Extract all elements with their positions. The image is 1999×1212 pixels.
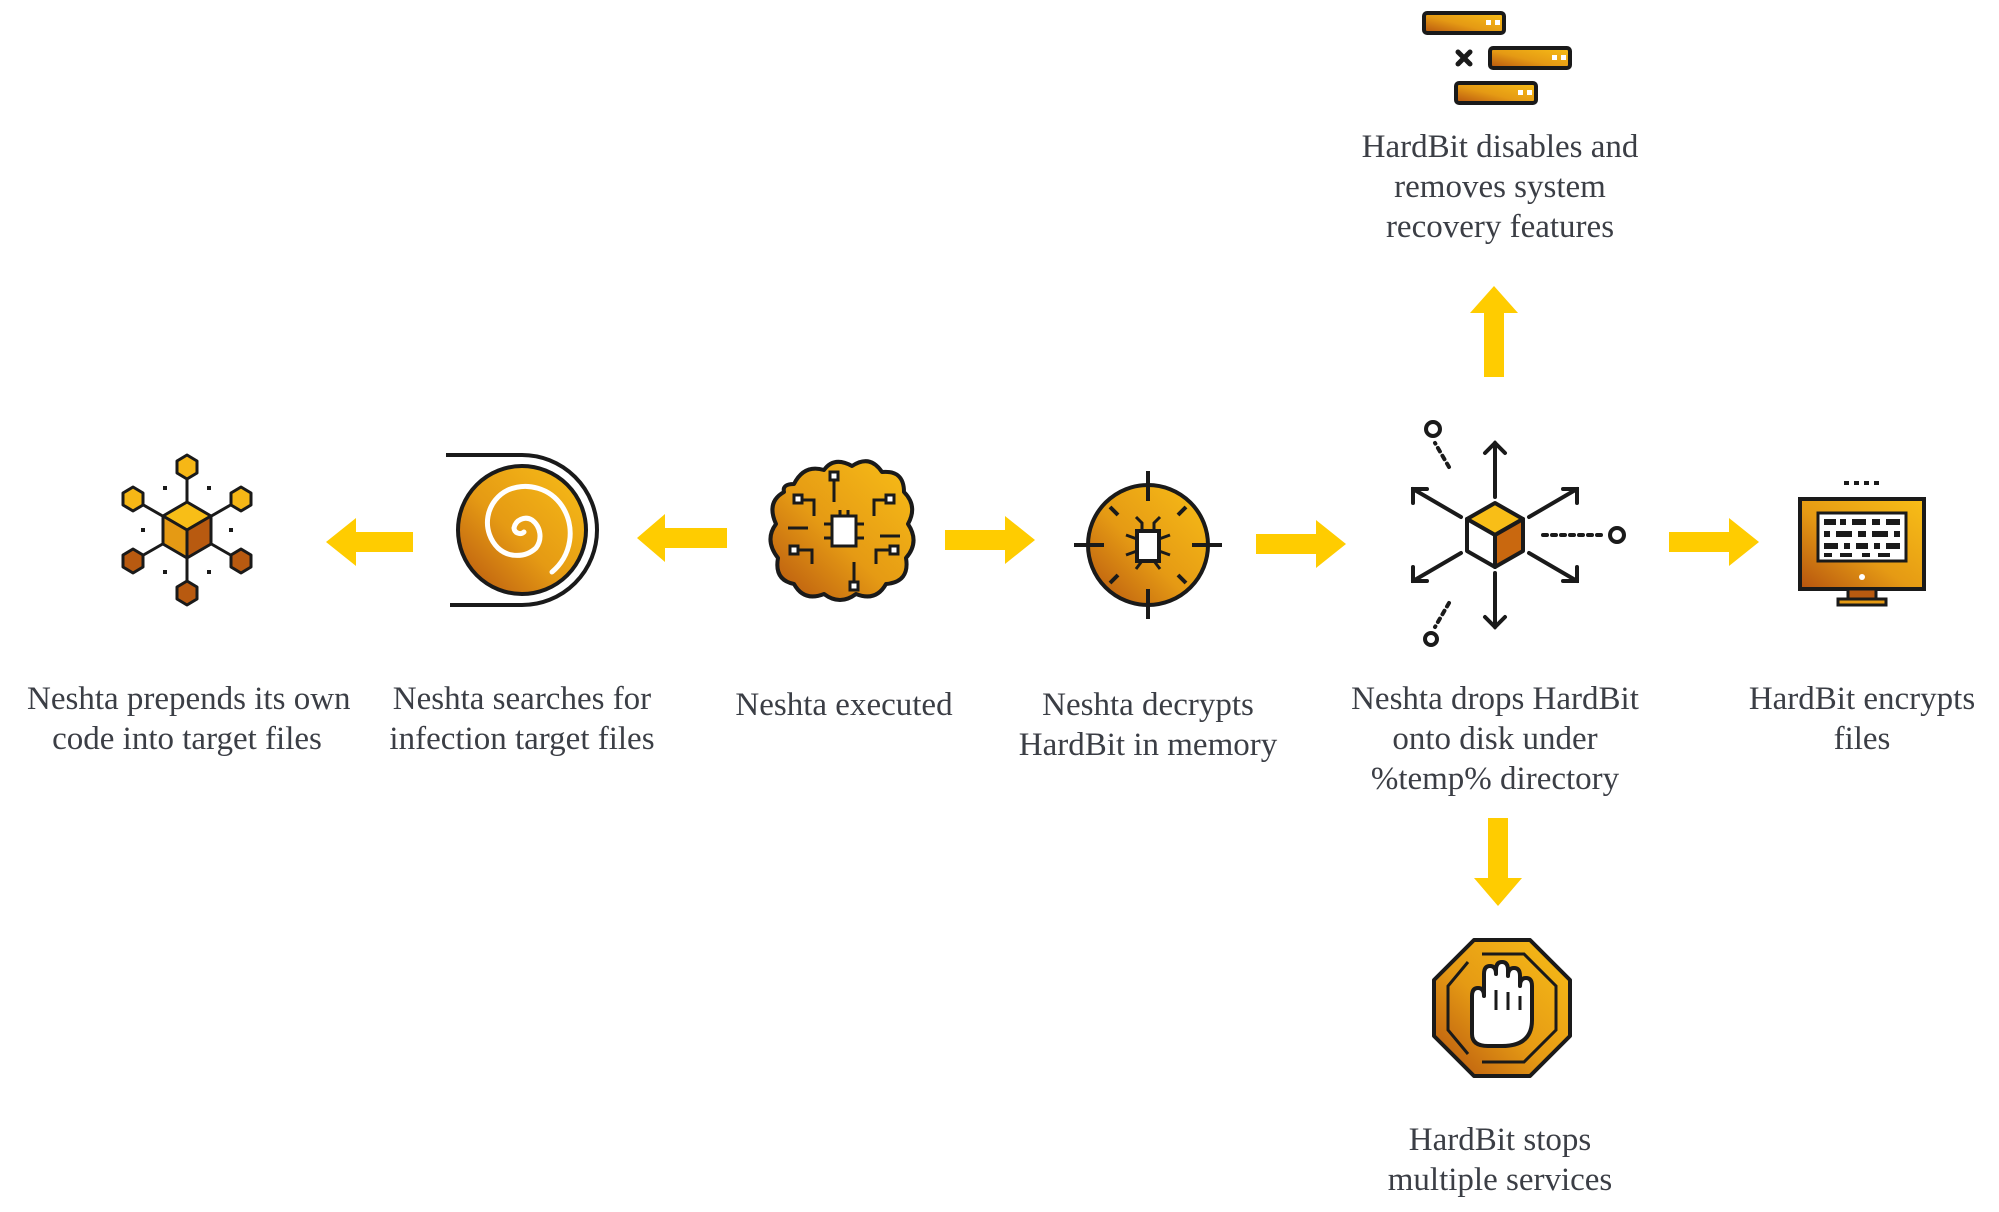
label-stop-line-1: HardBit stops bbox=[1408, 1122, 1592, 1158]
arrow-executed-to-decrypt bbox=[945, 516, 1035, 564]
label-drop: Neshta drops HardBit onto disk under %te… bbox=[1345, 679, 1645, 799]
arrow-decrypt-to-drop bbox=[1256, 520, 1346, 568]
disabled-servers-icon bbox=[1422, 11, 1572, 105]
label-executed-line-1: Neshta executed bbox=[735, 687, 953, 723]
hexagon-network-icon bbox=[121, 453, 253, 607]
label-search-line-1: Neshta searches for bbox=[392, 681, 652, 717]
label-drop-line-2: onto disk under bbox=[1392, 721, 1598, 757]
label-disable-line-2: removes system bbox=[1394, 169, 1606, 205]
label-decrypt-line-2: HardBit in memory bbox=[1018, 727, 1278, 763]
label-prepend-line-1: Neshta prepends its own bbox=[27, 681, 351, 717]
label-disable-line-1: HardBit disables and bbox=[1361, 129, 1639, 165]
label-decrypt-line-1: Neshta decrypts bbox=[1042, 687, 1254, 723]
arrow-search-to-prepend bbox=[326, 518, 413, 566]
label-encrypt-line-1: HardBit encrypts bbox=[1748, 681, 1976, 717]
label-disable-line-3: recovery features bbox=[1385, 209, 1615, 245]
arrow-drop-to-encrypt bbox=[1669, 518, 1759, 566]
spiral-search-icon bbox=[446, 453, 599, 607]
arrow-drop-to-disable bbox=[1470, 286, 1518, 377]
label-disable: HardBit disables and removes system reco… bbox=[1350, 127, 1650, 247]
label-drop-line-3: %temp% directory bbox=[1370, 761, 1620, 797]
label-search-line-2: infection target files bbox=[389, 721, 655, 757]
label-prepend-line-2: code into target files bbox=[52, 721, 322, 757]
stop-hand-icon bbox=[1432, 938, 1572, 1078]
encrypted-monitor-icon bbox=[1798, 481, 1926, 607]
label-search: Neshta searches for infection target fil… bbox=[382, 679, 662, 759]
label-stop: HardBit stops multiple services bbox=[1360, 1120, 1640, 1200]
label-stop-line-2: multiple services bbox=[1387, 1162, 1613, 1198]
label-drop-line-1: Neshta drops HardBit bbox=[1351, 681, 1639, 717]
label-encrypt: HardBit encrypts files bbox=[1742, 679, 1982, 759]
label-executed: Neshta executed bbox=[724, 685, 964, 725]
bug-target-icon bbox=[1074, 471, 1222, 619]
arrow-drop-to-stop bbox=[1474, 818, 1522, 906]
label-decrypt: Neshta decrypts HardBit in memory bbox=[1008, 685, 1288, 765]
cube-scatter-icon bbox=[1411, 420, 1626, 647]
arrow-executed-to-search bbox=[637, 514, 727, 562]
circuit-brain-icon bbox=[768, 459, 916, 602]
label-prepend: Neshta prepends its own code into target… bbox=[27, 679, 351, 759]
label-encrypt-line-2: files bbox=[1833, 721, 1891, 757]
